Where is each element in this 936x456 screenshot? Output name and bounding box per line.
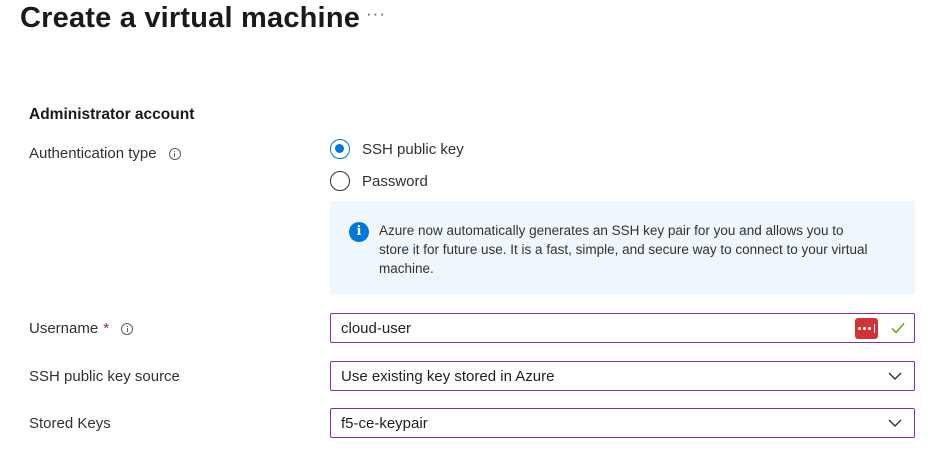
radio-button-checked[interactable] <box>330 139 350 159</box>
required-asterisk: * <box>103 320 110 337</box>
username-label: Username <box>29 320 99 337</box>
radio-ssh-public-key[interactable]: SSH public key <box>330 139 464 159</box>
radio-password[interactable]: Password <box>330 171 428 191</box>
stored-keys-dropdown[interactable]: f5-ce-keypair <box>330 408 915 438</box>
more-options-ellipsis-icon[interactable]: ··· <box>366 4 386 23</box>
page-title: Create a virtual machine <box>20 2 361 34</box>
info-message-text: Azure now automatically generates an SSH… <box>379 223 868 276</box>
stored-keys-label: Stored Keys <box>29 415 111 432</box>
username-value[interactable]: cloud-user <box>341 319 412 337</box>
radio-label-ssh-public-key: SSH public key <box>362 140 464 158</box>
chevron-down-icon[interactable] <box>888 372 902 380</box>
section-title-administrator-account: Administrator account <box>29 106 195 123</box>
check-icon <box>891 323 905 334</box>
info-circle-filled-icon: i <box>349 222 369 242</box>
username-input[interactable]: cloud-user <box>330 313 915 343</box>
username-label-row: Username * <box>29 320 134 337</box>
radio-label-password: Password <box>362 172 428 190</box>
password-manager-icon[interactable] <box>855 318 878 339</box>
authentication-type-label: Authentication type <box>29 145 157 162</box>
ssh-info-message-box: i Azure now automatically generates an S… <box>330 201 915 294</box>
radio-button-unchecked[interactable] <box>330 171 350 191</box>
stored-keys-value[interactable]: f5-ce-keypair <box>341 414 428 432</box>
info-icon[interactable] <box>121 322 134 335</box>
ssh-key-source-label: SSH public key source <box>29 368 180 385</box>
ssh-key-source-dropdown[interactable]: Use existing key stored in Azure <box>330 361 915 391</box>
info-icon[interactable] <box>168 147 181 160</box>
chevron-down-icon[interactable] <box>888 419 902 427</box>
ssh-key-source-value[interactable]: Use existing key stored in Azure <box>341 367 555 385</box>
authentication-type-label-row: Authentication type <box>29 145 181 162</box>
